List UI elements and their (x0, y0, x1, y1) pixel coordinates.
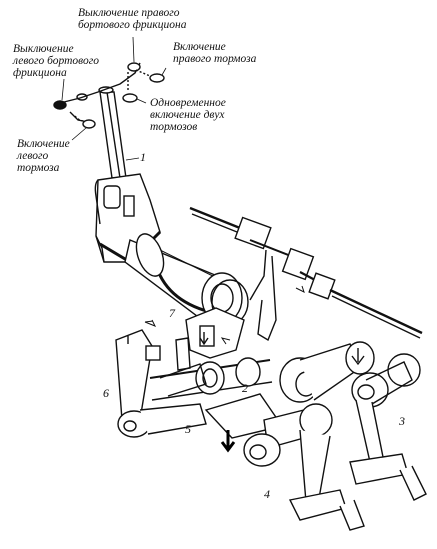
motion-arrows (144, 285, 305, 345)
label-left-clutch-off: Выключение левого бортового фрикциона (13, 43, 99, 79)
callout-4: 4 (264, 487, 270, 501)
fork-assembly (175, 307, 245, 371)
callout-6: 6 (103, 386, 109, 400)
callout-2: 2 (242, 381, 248, 395)
cross-shaft-drum (124, 233, 249, 325)
label-leaders (61, 36, 167, 161)
label-left-brake-on: Включение левого тормоза (17, 138, 70, 174)
middle-lever (204, 341, 375, 453)
control-lever (98, 86, 129, 191)
callout-5: 5 (185, 422, 191, 436)
left-lever (115, 329, 207, 438)
callout-1: 1 (140, 150, 146, 164)
callout-7: 7 (169, 306, 175, 320)
label-right-brake-on: Включение правого тормоза (173, 41, 257, 65)
lower-cross-shaft (149, 357, 273, 401)
handle-gate (53, 62, 165, 129)
callout-3: 3 (399, 414, 405, 428)
lever-4 (243, 403, 365, 531)
upper-rod-linkage (189, 206, 423, 342)
label-both-brakes-on: Одновременное включение двух тормозов (150, 97, 226, 133)
lever-3 (349, 348, 427, 501)
label-right-clutch-off: Выключение правого бортового фрикциона (78, 7, 187, 31)
